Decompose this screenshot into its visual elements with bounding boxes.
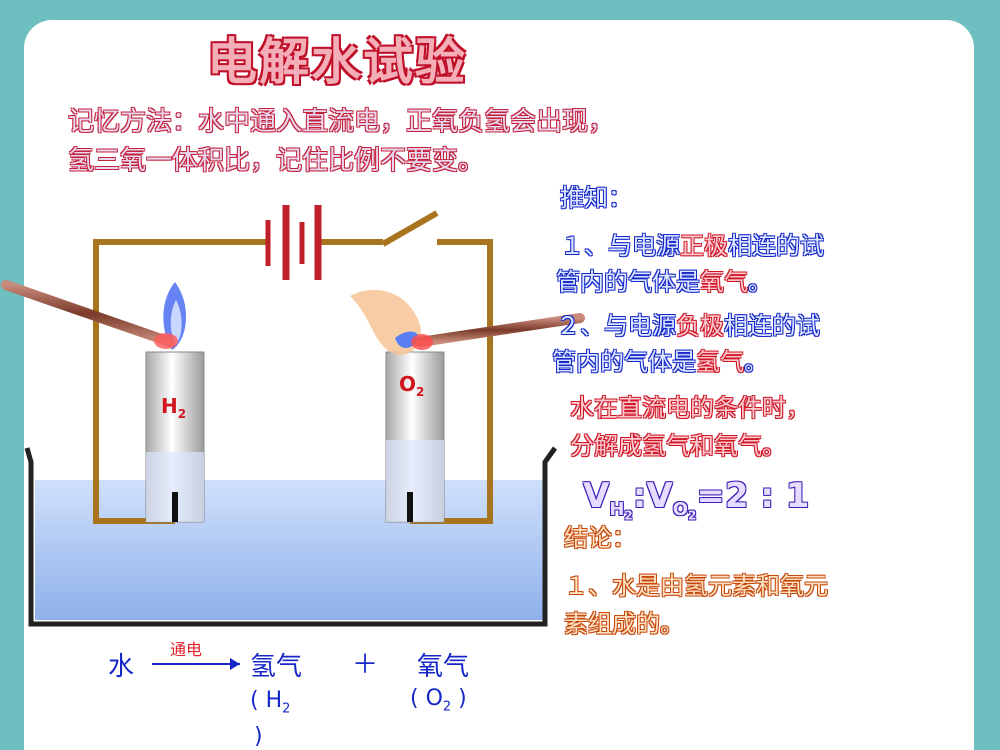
hydrogen-label: 氢气 bbox=[696, 348, 744, 376]
battery-icon bbox=[265, 205, 322, 280]
conclusion-line-2: 素组成的。 bbox=[564, 610, 684, 638]
summary-line-1: 水在直流电的条件时， bbox=[570, 394, 810, 422]
inference-text: １、与电源 bbox=[560, 232, 680, 260]
ratio-h: H2 bbox=[609, 498, 633, 523]
water bbox=[35, 480, 545, 620]
reaction-arrow-icon bbox=[152, 658, 240, 670]
h2-tube-label: H2 bbox=[161, 394, 186, 421]
plus-sign: ＋ bbox=[352, 650, 379, 680]
conclusion-heading: 结论： bbox=[564, 524, 636, 552]
inference-text: 管内的气体是 bbox=[552, 348, 696, 376]
inference-item-1-line-2: 管内的气体是氧气。 bbox=[556, 262, 772, 297]
circuit-wire bbox=[93, 210, 493, 524]
conclusion-line-1: １、水是由氢元素和氧元 bbox=[564, 572, 828, 600]
ratio-v1: V bbox=[583, 476, 610, 516]
inference-item-2-line-2: 管内的气体是氢气。 bbox=[552, 342, 768, 377]
hydrogen-formula: ( H2 bbox=[250, 688, 290, 716]
inference-text: 管内的气体是 bbox=[556, 268, 700, 296]
ratio-h-sub: 2 bbox=[624, 508, 633, 523]
ratio-o-symbol: O bbox=[672, 498, 689, 520]
hydrogen-formula-text: ( H bbox=[250, 688, 283, 713]
right-splint-icon bbox=[411, 313, 585, 350]
reaction-condition: 通电 bbox=[170, 640, 203, 659]
o2-subscript: 2 bbox=[416, 385, 425, 399]
memory-line-2: 氢三氧一体积比，记住比例不要变。 bbox=[68, 146, 485, 176]
reactant-water: 水 bbox=[108, 652, 135, 682]
ratio-v2: V bbox=[646, 476, 673, 516]
ratio-colon: : bbox=[632, 476, 647, 516]
o2-tube-label: O2 bbox=[399, 372, 424, 399]
oxygen-formula-close: ) bbox=[451, 686, 467, 711]
orange-flame-icon bbox=[350, 289, 421, 355]
inference-text: 。 bbox=[744, 348, 768, 376]
memory-line-1: 记忆方法：水中通入直流电，正氧负氢会出现， bbox=[68, 107, 615, 137]
positive-pole-label: 正极 bbox=[680, 232, 728, 260]
ratio-h-symbol: H bbox=[609, 498, 625, 520]
h2-symbol: H bbox=[161, 394, 178, 418]
inference-heading: 推知： bbox=[560, 184, 632, 212]
inference-text: ２、与电源 bbox=[556, 312, 676, 340]
oxygen-tube bbox=[385, 351, 445, 523]
o2-symbol: O bbox=[399, 372, 417, 396]
oxygen-formula: ( O2 ) bbox=[410, 686, 467, 714]
ratio-o-sub: 2 bbox=[688, 508, 697, 523]
inference-item-2-line-1: ２、与电源负极相连的试 bbox=[556, 306, 820, 341]
oxygen-label: 氧气 bbox=[700, 268, 748, 296]
product-hydrogen: 氢气 bbox=[250, 652, 303, 682]
ratio-o: O2 bbox=[672, 498, 697, 523]
inference-text: 。 bbox=[748, 268, 772, 296]
inference-text: 相连的试 bbox=[728, 232, 824, 260]
beaker bbox=[24, 446, 558, 627]
inference-item-1-line-1: １、与电源正极相连的试 bbox=[560, 226, 824, 261]
hydrogen-tube bbox=[145, 351, 205, 523]
left-splint-icon bbox=[1, 280, 178, 349]
oxygen-formula-sub: 2 bbox=[442, 699, 452, 715]
ratio-value: =2 : 1 bbox=[696, 476, 810, 516]
blue-flame-icon bbox=[163, 282, 187, 350]
page-title: 电解水试验 bbox=[207, 33, 467, 91]
volume-ratio: VH2:VO2=2 : 1 bbox=[583, 476, 809, 522]
inference-text: 相连的试 bbox=[724, 312, 820, 340]
negative-pole-label: 负极 bbox=[676, 312, 724, 340]
summary-line-2: 分解成氢气和氧气。 bbox=[570, 432, 786, 460]
oxygen-formula-text: ( O bbox=[410, 686, 443, 711]
hydrogen-formula-sub: 2 bbox=[282, 701, 291, 717]
product-oxygen: 氧气 bbox=[417, 652, 470, 682]
h2-subscript: 2 bbox=[177, 407, 187, 421]
hydrogen-formula-close: ) bbox=[254, 724, 263, 749]
